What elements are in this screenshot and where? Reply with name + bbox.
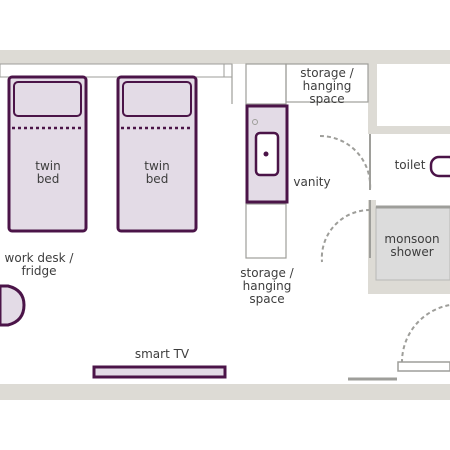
north-window xyxy=(0,63,233,78)
vanity-tap-icon xyxy=(252,119,258,125)
vanity-niche xyxy=(245,63,287,105)
door-leaves xyxy=(348,134,450,381)
desk-chair xyxy=(0,284,26,327)
sink-drain-icon xyxy=(263,151,269,157)
work-desk-label: work desk / fridge xyxy=(4,251,74,278)
storage-mid-label: storage / hanging space xyxy=(240,266,294,306)
vanity-label: vanity xyxy=(293,175,331,189)
entry-door-swing xyxy=(400,304,450,364)
toilet-label: toilet xyxy=(394,158,426,172)
closet-outlines xyxy=(231,63,369,259)
shower-label: monsoon shower xyxy=(384,232,440,259)
north-wall xyxy=(0,50,450,64)
storage-top-label: storage / hanging space xyxy=(300,66,354,106)
tv-label: smart TV xyxy=(134,347,190,361)
shower-tray xyxy=(375,206,450,281)
walls xyxy=(0,50,450,400)
toilet-bowl xyxy=(429,155,450,178)
entry-door-threshold xyxy=(397,361,450,372)
bed-right-label: twin bed xyxy=(144,159,170,186)
shower-area xyxy=(375,205,450,281)
vanity-unit xyxy=(245,104,289,204)
south-wall xyxy=(0,384,450,400)
shower-bottom-wall xyxy=(368,280,450,294)
bed-left-pillow xyxy=(13,81,82,117)
shower-door-swing xyxy=(320,208,371,263)
shower-side-wall xyxy=(368,200,376,294)
storage-mid-outline xyxy=(245,203,287,259)
shower-top-wall xyxy=(368,126,450,134)
bathroom-partition-wall xyxy=(368,64,377,134)
bed-left-label: twin bed xyxy=(35,159,61,186)
smart-tv-unit xyxy=(92,365,227,379)
bed-right-pillow xyxy=(122,81,192,117)
twin-bed-left xyxy=(7,75,88,233)
window-frame xyxy=(0,63,233,78)
twin-bed-right xyxy=(116,75,198,233)
toilet-fixture xyxy=(429,155,450,178)
